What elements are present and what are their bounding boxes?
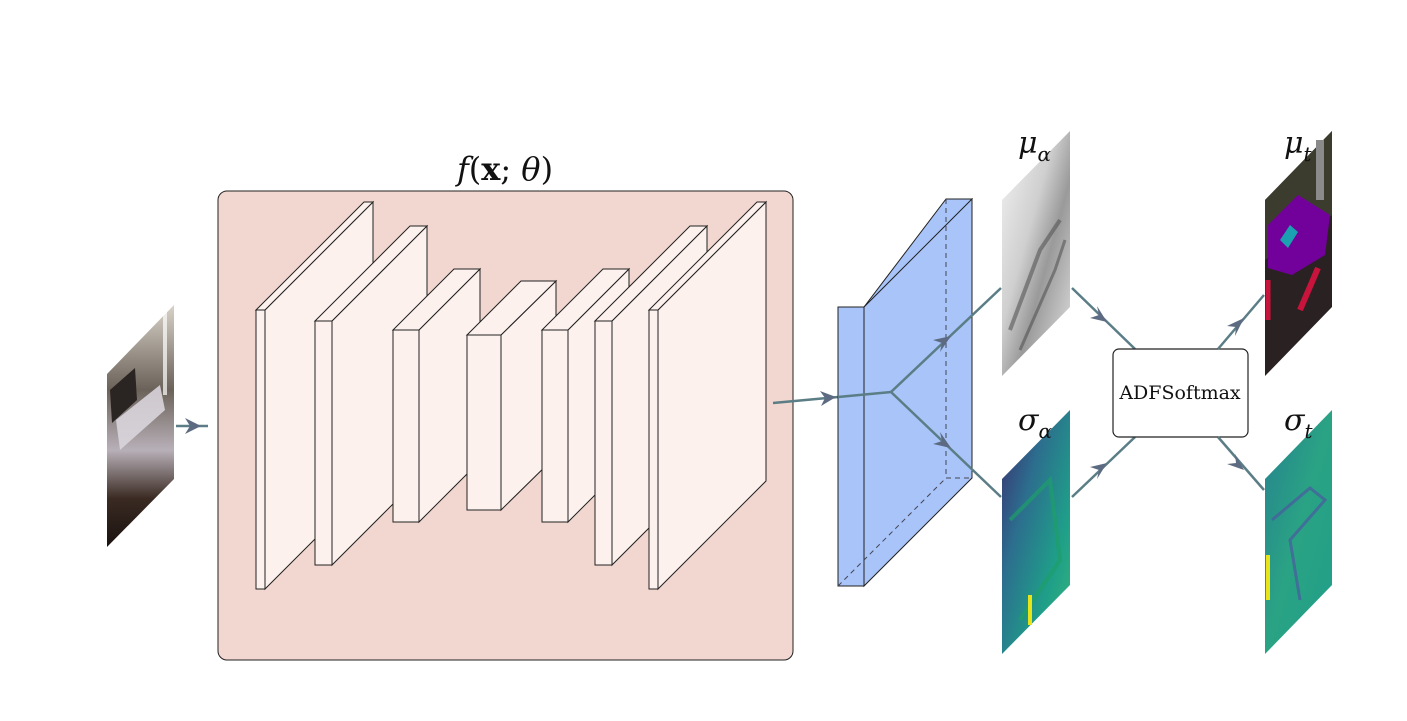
sigma-alpha-map bbox=[1002, 410, 1070, 654]
arrowhead-adf-top bbox=[1090, 306, 1107, 322]
input-arrow bbox=[176, 418, 208, 434]
sigma-t-map bbox=[1265, 410, 1332, 654]
arrowhead-adf-bottom bbox=[1090, 463, 1107, 479]
sigma-t-label: σt bbox=[1284, 403, 1313, 443]
layer-7 bbox=[647, 200, 768, 591]
mu-alpha-map bbox=[1002, 131, 1070, 376]
arrowhead-down bbox=[933, 432, 951, 448]
arrowhead-mu-t bbox=[1227, 318, 1244, 336]
arrowhead-up bbox=[933, 336, 951, 352]
layer-3 bbox=[391, 267, 482, 524]
arrowhead-sigma-t bbox=[1227, 454, 1244, 470]
svg-text:ADFSoftmax: ADFSoftmax bbox=[1118, 382, 1241, 404]
network-output-arrow bbox=[772, 391, 839, 406]
network-function-label: f(x; θ) bbox=[455, 150, 553, 188]
mu-alpha-label: μα bbox=[1018, 126, 1052, 166]
input-image bbox=[107, 305, 174, 547]
mu-t-map bbox=[1265, 131, 1332, 376]
feature-block bbox=[837, 197, 974, 588]
adf-softmax-box: ADFSoftmax bbox=[1112, 348, 1249, 438]
sigma-alpha-label: σα bbox=[1018, 403, 1052, 443]
mu-t-label: μt bbox=[1284, 126, 1313, 166]
